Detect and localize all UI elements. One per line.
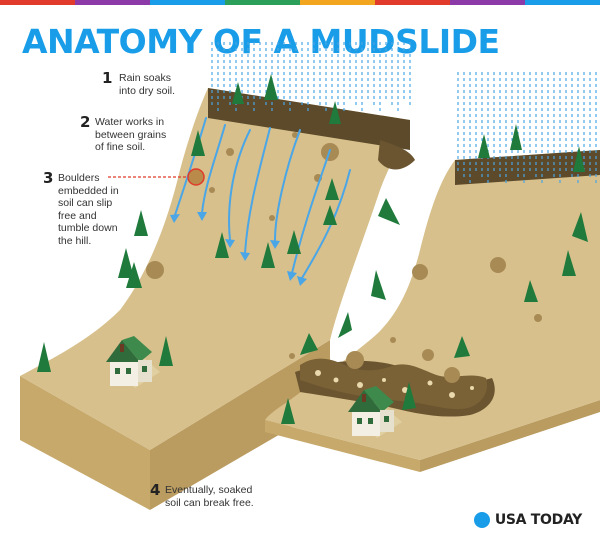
water-flow-arrowheads	[170, 212, 307, 286]
color-stripe-segment	[225, 0, 300, 5]
logo-dot-icon	[473, 512, 490, 528]
step-2: 2 Water works in between grains of fine …	[80, 113, 167, 154]
step-4: 4 Eventually, soaked soil can break free…	[150, 481, 254, 509]
color-stripe-segment	[375, 0, 450, 5]
color-stripe-segment	[150, 0, 225, 5]
brand-name: USA TODAY	[494, 512, 582, 528]
color-stripe	[0, 0, 600, 5]
step-1: 1 Rain soaks into dry soil.	[102, 69, 176, 97]
step-1-number: 1	[102, 69, 113, 87]
color-stripe-segment	[75, 0, 150, 5]
color-stripe-segment	[300, 0, 375, 5]
step-3-text: Boulders embedded in soil can slip free …	[58, 172, 119, 247]
step-4-text: Eventually, soaked soil can break free.	[165, 484, 254, 509]
step-3-number: 3	[43, 169, 54, 187]
color-stripe-segment	[450, 0, 525, 5]
pine-trees	[37, 74, 588, 424]
boulder-marker-icon	[108, 168, 205, 186]
house-icon	[348, 386, 402, 438]
step-2-text: Water works in between grains of fine so…	[95, 116, 167, 153]
page-title: ANATOMY OF A MUDSLIDE	[22, 22, 500, 61]
step-4-number: 4	[150, 481, 161, 499]
usa-today-logo: USA TODAY	[473, 512, 582, 528]
rain-streaks	[211, 42, 597, 184]
boulders	[146, 132, 542, 383]
step-1-text: Rain soaks into dry soil.	[119, 72, 176, 97]
water-flow-arrows	[174, 117, 351, 279]
color-stripe-segment	[0, 0, 75, 5]
color-stripe-segment	[525, 0, 600, 5]
step-3: 3 Boulders embedded in soil can slip fre…	[43, 169, 119, 247]
step-2-number: 2	[80, 113, 91, 131]
house-icon	[106, 336, 160, 388]
mudflow-debris	[300, 358, 488, 410]
